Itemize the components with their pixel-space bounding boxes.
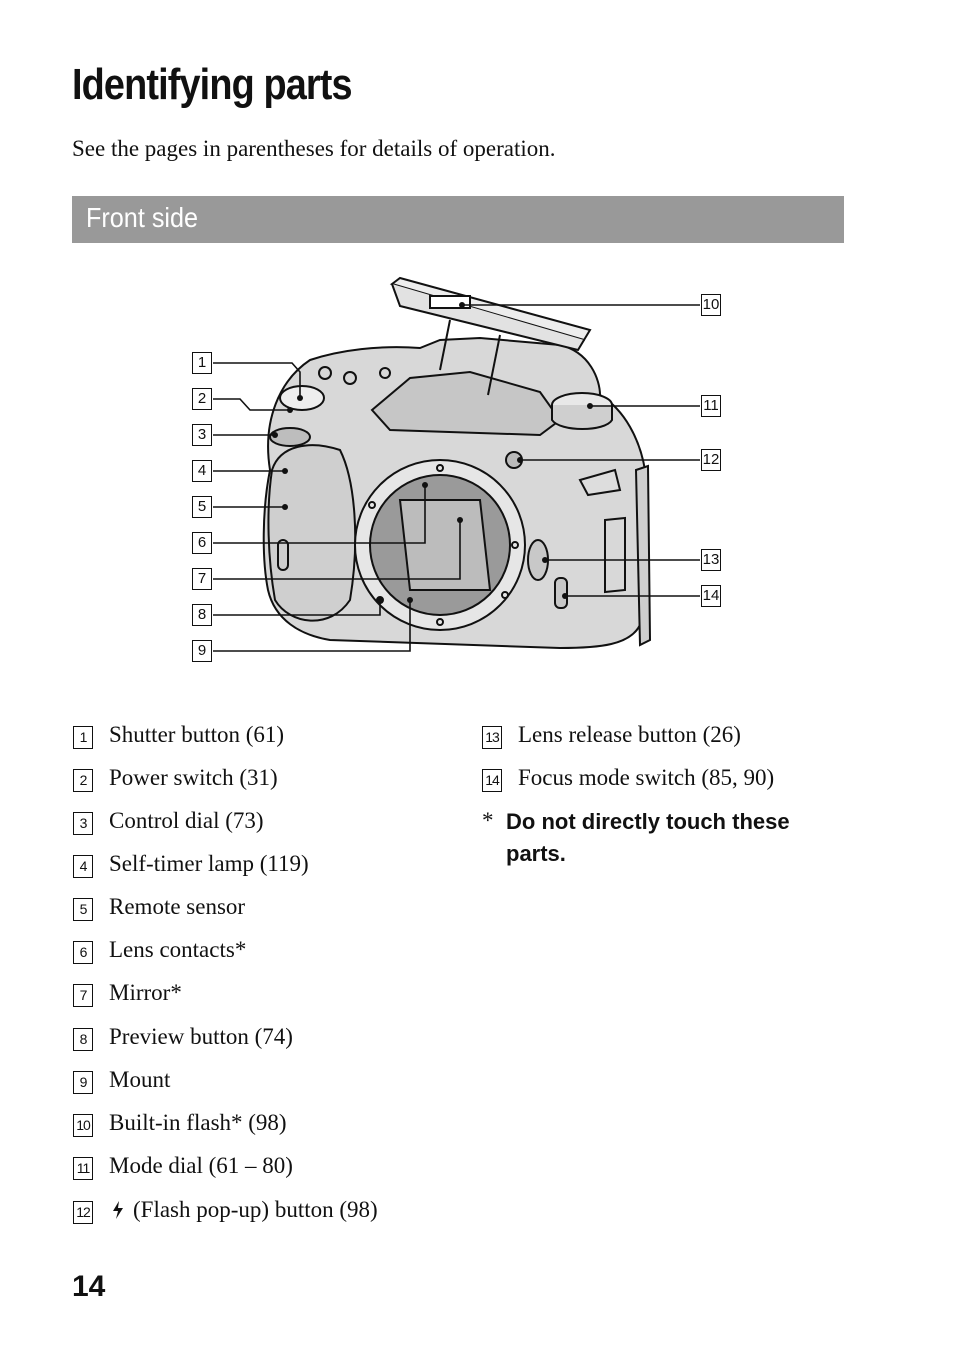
callout-6: 6 <box>192 532 212 554</box>
legend-number: 7 <box>73 984 93 1007</box>
callout-14: 14 <box>701 585 721 607</box>
legend-text: Built-in flash* (98) <box>109 1110 287 1135</box>
camera-illustration <box>213 276 700 652</box>
callout-3: 3 <box>192 424 212 446</box>
callout-7: 7 <box>192 568 212 590</box>
callout-12: 12 <box>701 449 721 471</box>
legend-number: 6 <box>73 941 93 964</box>
legend-text: Lens release button (26) <box>518 722 741 747</box>
note-asterisk: * <box>482 808 494 833</box>
legend-number: 10 <box>73 1114 93 1137</box>
legend-number: 3 <box>73 812 93 835</box>
legend-text: Self-timer lamp (119) <box>109 851 309 876</box>
legend-number: 9 <box>73 1071 93 1094</box>
legend-text: Power switch (31) <box>109 765 278 790</box>
callout-5: 5 <box>192 496 212 518</box>
callout-10: 10 <box>701 294 721 316</box>
legend-text: Lens contacts* <box>109 937 247 962</box>
callout-11: 11 <box>701 395 721 417</box>
note-text: Do not directly touch these parts. <box>506 809 790 866</box>
legend-text: Mode dial (61 – 80) <box>109 1153 293 1178</box>
legend-text: Shutter button (61) <box>109 722 285 747</box>
legend-number: 14 <box>482 769 502 792</box>
callout-4: 4 <box>192 460 212 482</box>
callout-13: 13 <box>701 549 721 571</box>
callout-1: 1 <box>192 352 212 374</box>
page-title: Identifying parts <box>72 60 353 109</box>
legend-number: 1 <box>73 726 93 749</box>
legend-text: Mount <box>109 1067 171 1092</box>
intro-text: See the pages in parentheses for details… <box>72 136 556 161</box>
section-title: Front side <box>86 202 199 233</box>
callout-8: 8 <box>192 604 212 626</box>
legend-number: 8 <box>73 1028 93 1051</box>
legend-text: Remote sensor <box>109 894 246 919</box>
legend-number: 2 <box>73 769 93 792</box>
legend-text: Mirror* <box>109 980 182 1005</box>
section-header: Front side <box>72 196 844 243</box>
legend-text: Focus mode switch (85, 90) <box>518 765 775 790</box>
legend-number: 5 <box>73 898 93 921</box>
legend-text: Preview button (74) <box>109 1024 293 1049</box>
page-number: 14 <box>72 1270 106 1303</box>
legend-number: 11 <box>73 1157 93 1180</box>
camera-front-diagram: 1 2 3 4 5 6 7 8 9 10 11 12 13 14 <box>0 260 954 680</box>
callout-2: 2 <box>192 388 212 410</box>
callout-9: 9 <box>192 640 212 662</box>
caution-note: * Do not directly touch these parts. <box>482 806 842 870</box>
legend-text: Control dial (73) <box>109 808 264 833</box>
legend-number: 4 <box>73 855 93 878</box>
flash-icon <box>113 1201 123 1219</box>
legend-number: 13 <box>482 726 502 749</box>
legend-number: 12 <box>73 1201 93 1224</box>
legend-text: (Flash pop-up) button (98) <box>133 1197 378 1222</box>
